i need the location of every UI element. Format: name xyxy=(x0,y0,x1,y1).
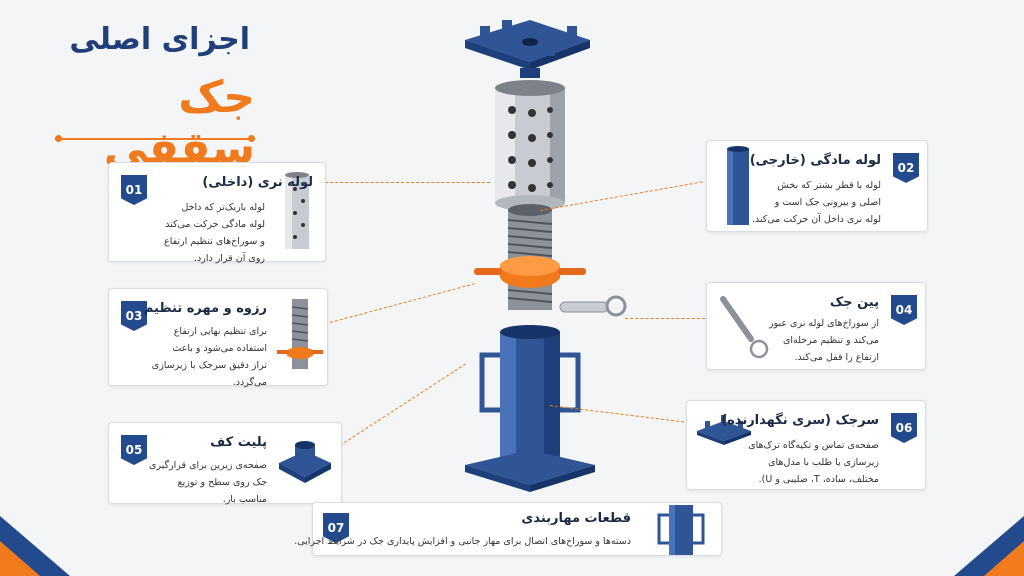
part-desc-01: لوله باریک‌تر که داخل لوله مادگی حرکت می… xyxy=(164,202,265,264)
part-card-07: 07 قطعات مهاربندی دسته‌ها و سوراخ‌های ات… xyxy=(294,502,722,556)
part-card-05: 05 پلیت کف صفحه‌ی زیرین برای قرارگیری جک… xyxy=(108,422,342,505)
outer-tube-icon xyxy=(727,146,749,225)
pin-icon xyxy=(720,296,769,359)
part-desc-05: صفحه‌ی زیرین برای قرارگیری جک روی سطح و … xyxy=(149,460,267,505)
base-plate-icon xyxy=(279,441,331,483)
part-card-06: 06 سرجک (سری نگهدارنده) صفحه‌ی تماس و تک… xyxy=(686,400,926,490)
badge-02: 02 xyxy=(893,153,919,183)
leader-line-04 xyxy=(625,318,705,319)
part-desc-02: لوله با قطر بشتر که بخش اصلی و بیرونی جک… xyxy=(751,180,881,225)
jack-illustration xyxy=(465,20,595,492)
corner-decoration-right xyxy=(954,516,1024,576)
bracing-tube-icon xyxy=(657,505,705,555)
part-desc-03: برای تنظیم نهایی ارتفاع استفاده می‌شود و… xyxy=(151,326,267,388)
threaded-screw-icon xyxy=(277,299,323,369)
part-title-05: پلیت کف xyxy=(210,435,267,450)
part-card-02: 02 لوله مادگی (خارجی) لوله با قطر بشتر ک… xyxy=(706,140,928,232)
title-divider xyxy=(55,135,255,142)
head-plate-icon xyxy=(697,415,751,445)
badge-03: 03 xyxy=(121,301,147,331)
loose-pin-illustration xyxy=(559,295,627,317)
threaded-screw-illustration xyxy=(474,204,586,310)
inner-tube-illustration xyxy=(495,80,565,211)
page-subtitle: جک سقفی xyxy=(103,72,255,174)
part-title-04: پین جک xyxy=(829,295,879,310)
badge-06: 06 xyxy=(891,413,917,443)
part-desc-06: صفحه‌ی تماس و تکیه‌گاه ترک‌های زیرسازی ی… xyxy=(748,440,879,485)
inner-tube-icon xyxy=(285,172,309,249)
badge-05: 05 xyxy=(121,435,147,465)
part-card-04: 04 پین جک از سوراخ‌های لوله نری عبور می‌… xyxy=(706,282,926,370)
badge-07: 07 xyxy=(323,513,349,543)
corner-decoration-left xyxy=(0,516,70,576)
part-title-03: رزوه و مهره تنظیم xyxy=(143,301,267,316)
page-title: اجزای اصلی xyxy=(69,22,250,57)
part-desc-07: دسته‌ها و سوراخ‌های اتصال برای مهار جانب… xyxy=(294,536,631,547)
part-title-07: قطعات مهاربندی xyxy=(521,511,631,526)
outer-tube-illustration xyxy=(465,325,595,492)
part-title-02: لوله مادگی (خارجی) xyxy=(749,153,881,168)
badge-04: 04 xyxy=(891,295,917,325)
part-desc-04: از سوراخ‌های لوله نری عبور می‌کند و تنظی… xyxy=(768,318,879,363)
head-plate-illustration xyxy=(465,20,590,78)
part-card-03: 03 رزوه و مهره تنظیم برای تنظیم نهایی ار… xyxy=(108,288,328,388)
part-card-01: 01 لوله نری (داخلی) لوله باریک‌تر که داخ… xyxy=(108,162,326,264)
part-title-06: سرجک (سری نگهدارنده) xyxy=(721,413,879,428)
badge-01: 01 xyxy=(121,175,147,205)
leader-line-01 xyxy=(325,182,490,183)
part-title-01: لوله نری (داخلی) xyxy=(202,175,313,190)
